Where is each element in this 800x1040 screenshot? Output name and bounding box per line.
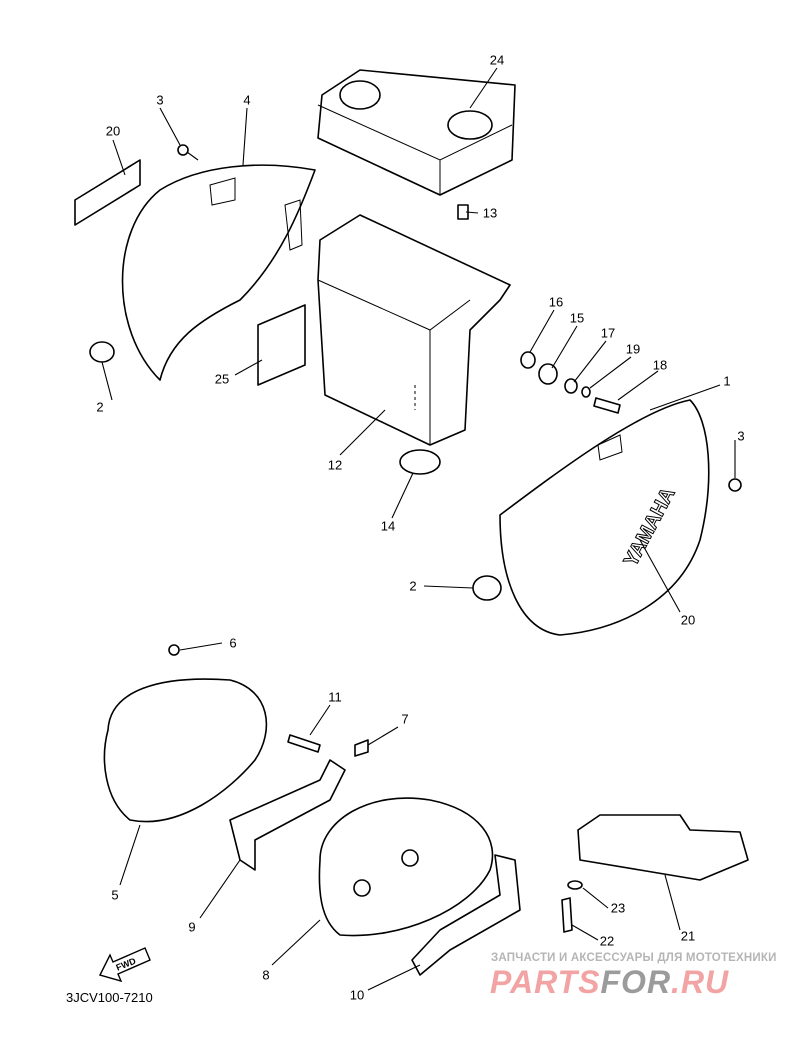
damper xyxy=(538,363,558,385)
callout-8: 8 xyxy=(262,967,270,983)
callout-11: 11 xyxy=(328,689,342,705)
nut xyxy=(354,739,369,757)
callout-21: 21 xyxy=(680,928,696,944)
diagram-code: 3JCV100-7210 xyxy=(66,990,153,1005)
grommet xyxy=(472,575,502,601)
holder xyxy=(577,814,749,881)
callout-6: 6 xyxy=(229,635,237,651)
spring-washer xyxy=(581,386,591,398)
collar xyxy=(520,351,536,369)
watermark-logo: PARTSFOR.RU xyxy=(490,965,729,999)
bolt xyxy=(561,897,573,933)
right-side-cover xyxy=(499,399,710,636)
label-sheet xyxy=(257,304,306,386)
logo-parts: PARTS xyxy=(490,964,601,1000)
tool-box xyxy=(318,797,494,937)
callout-5: 5 xyxy=(111,887,119,903)
callout-20: 20 xyxy=(680,612,696,628)
callout-25: 25 xyxy=(214,371,230,387)
callout-12: 12 xyxy=(327,457,343,473)
callout-7: 7 xyxy=(401,711,409,727)
callout-16: 16 xyxy=(548,294,564,310)
logo-for: FOR xyxy=(600,964,672,1000)
decal-left xyxy=(74,159,141,226)
side-cover-lower xyxy=(103,678,268,823)
watermark-tagline: ЗАПЧАСТИ И АКСЕССУАРЫ ДЛЯ МОТОТЕХНИКИ xyxy=(491,952,777,964)
washer xyxy=(567,880,583,890)
callout-3: 3 xyxy=(156,92,164,108)
callout-20: 20 xyxy=(105,123,121,139)
logo-ru: .RU xyxy=(671,964,730,1000)
screw xyxy=(728,478,742,492)
callout-1: 1 xyxy=(723,373,731,389)
callout-19: 19 xyxy=(625,341,641,357)
screw xyxy=(177,144,199,161)
callout-14: 14 xyxy=(380,518,396,534)
callout-24: 24 xyxy=(489,52,505,68)
left-side-cover xyxy=(121,164,316,381)
stay xyxy=(411,854,521,976)
bolt xyxy=(287,734,321,753)
callout-15: 15 xyxy=(569,310,585,326)
callout-23: 23 xyxy=(610,900,626,916)
grommet xyxy=(399,449,441,475)
battery-box xyxy=(317,214,511,446)
callout-18: 18 xyxy=(652,357,668,373)
screw xyxy=(168,644,180,656)
callout-22: 22 xyxy=(599,933,615,949)
leader-lines xyxy=(101,67,736,991)
washer xyxy=(564,378,578,394)
callout-13: 13 xyxy=(482,205,498,221)
callout-9: 9 xyxy=(188,919,196,935)
bolt xyxy=(593,397,621,414)
callout-2: 2 xyxy=(409,578,417,594)
grommet xyxy=(89,341,115,363)
forward-arrow-icon: FWD xyxy=(95,940,155,990)
bracket xyxy=(229,759,346,871)
callout-10: 10 xyxy=(349,987,365,1003)
callout-4: 4 xyxy=(243,92,251,108)
callout-2: 2 xyxy=(96,399,104,415)
callout-17: 17 xyxy=(600,325,616,341)
callout-3: 3 xyxy=(737,428,745,444)
battery xyxy=(317,69,516,196)
